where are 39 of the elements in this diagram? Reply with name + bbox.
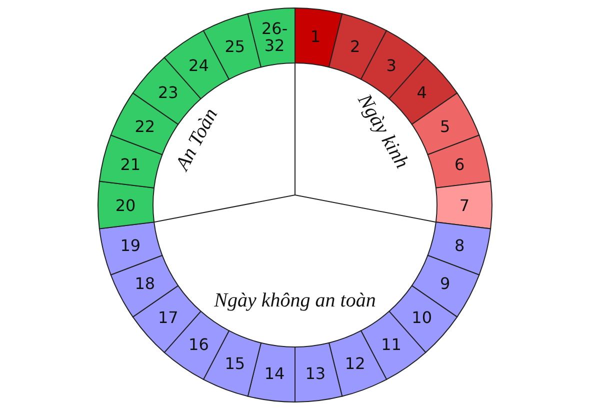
day-number: 6 — [453, 156, 466, 173]
sector-label: Ngày không an toàn — [214, 290, 376, 312]
day-number: 13 — [304, 364, 327, 382]
day-number: 2 — [349, 38, 362, 55]
day-number: 22 — [134, 118, 156, 135]
sector-label: An Toàn — [171, 104, 222, 174]
day-number: 15 — [224, 354, 246, 372]
day-number: 19 — [119, 237, 142, 254]
day-segment — [294, 8, 343, 68]
day-segment — [98, 134, 163, 188]
day-number: 8 — [453, 237, 466, 254]
day-segment — [294, 342, 343, 402]
day-number: 10 — [410, 308, 434, 326]
day-number: 12 — [344, 354, 366, 372]
day-number: 25 — [224, 38, 246, 55]
day-number: 5 — [438, 118, 452, 135]
day-number: 23 — [156, 84, 180, 102]
day-number: 17 — [156, 308, 180, 326]
day-number: 16 — [188, 336, 210, 353]
day-number: 7 — [458, 196, 471, 214]
day-number: 11 — [380, 336, 402, 353]
day-number: 24 — [188, 57, 210, 74]
day-number: 21 — [119, 156, 142, 173]
day-segment — [98, 180, 155, 230]
day-segment — [98, 222, 163, 276]
day-segment — [427, 222, 492, 276]
day-segment — [427, 134, 492, 188]
day-number: 9 — [438, 275, 452, 292]
day-segment — [328, 13, 388, 80]
day-number: 14 — [263, 364, 286, 382]
day-number: 3 — [385, 57, 398, 74]
day-number: 4 — [416, 84, 428, 102]
day-segment — [435, 180, 492, 230]
day-number: 18 — [134, 275, 156, 292]
day-segment — [247, 342, 296, 402]
day-number: 20 — [114, 196, 137, 214]
day-number: 26-32 — [260, 20, 289, 54]
day-segment — [247, 8, 296, 68]
day-number: 1 — [309, 28, 322, 46]
